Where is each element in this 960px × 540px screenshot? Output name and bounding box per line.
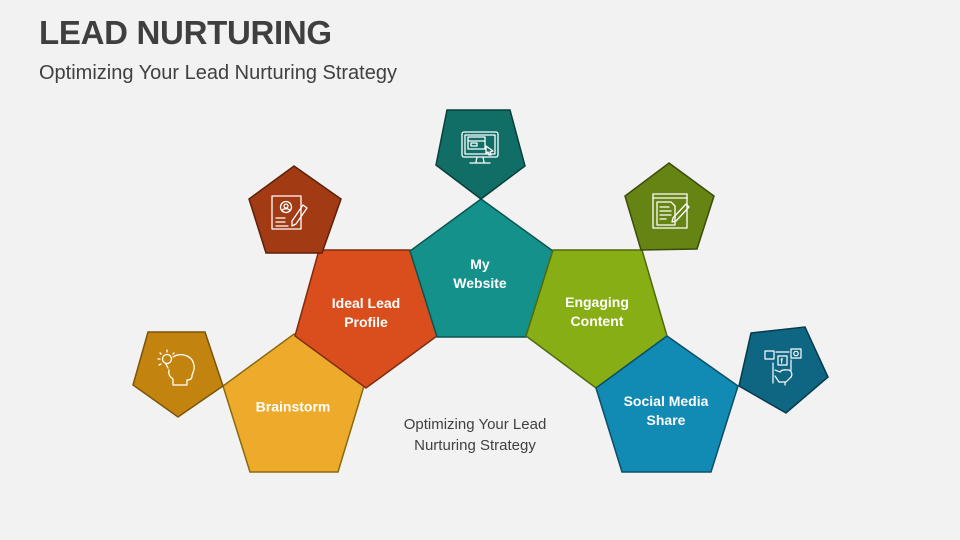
step-label-my-website: My Website xyxy=(453,255,506,293)
icon-pentagon-brainstorm xyxy=(132,331,224,418)
center-caption-line: Nurturing Strategy xyxy=(414,437,536,454)
pentagon-social-media-share xyxy=(595,335,739,473)
icon-pentagon-ideal-lead-profile xyxy=(248,165,342,254)
step-label-line: Social Media xyxy=(623,393,709,409)
profile-document-pencil-icon xyxy=(271,195,308,230)
step-label-line: Engaging xyxy=(565,294,629,310)
center-caption: Optimizing Your Lead Nurturing Strategy xyxy=(404,414,547,456)
step-label-line: My xyxy=(470,256,490,272)
step-label-engaging-content: Engaging Content xyxy=(565,293,629,331)
step-label-brainstorm: Brainstorm xyxy=(256,398,331,417)
step-label-line: Ideal Lead xyxy=(331,295,401,311)
pentagon-my-website xyxy=(409,198,554,338)
svg-text:f: f xyxy=(781,359,784,366)
icon-pentagon-engaging-content xyxy=(624,162,715,251)
step-label-ideal-lead-profile: Ideal Lead Profile xyxy=(332,294,400,332)
head-lightbulb-icon xyxy=(157,349,195,386)
pentagon-ideal-lead-profile xyxy=(294,249,438,389)
center-caption-line: Optimizing Your Lead xyxy=(403,416,547,433)
page-subtitle: Optimizing Your Lead Nurturing Strategy xyxy=(39,62,397,84)
step-label-line: Brainstorm xyxy=(255,398,331,415)
step-label-line: Share xyxy=(646,412,686,428)
step-label-line: Content xyxy=(570,313,624,329)
document-edit-icon xyxy=(652,193,690,229)
step-label-line: Profile xyxy=(344,314,388,330)
page-title: LEAD NURTURING xyxy=(39,14,332,51)
monitor-cursor-icon xyxy=(461,131,499,164)
hand-social-media-icon: f xyxy=(764,348,802,386)
step-label-social-media-share: Social Media Share xyxy=(624,392,709,430)
step-label-line: Website xyxy=(453,275,507,291)
